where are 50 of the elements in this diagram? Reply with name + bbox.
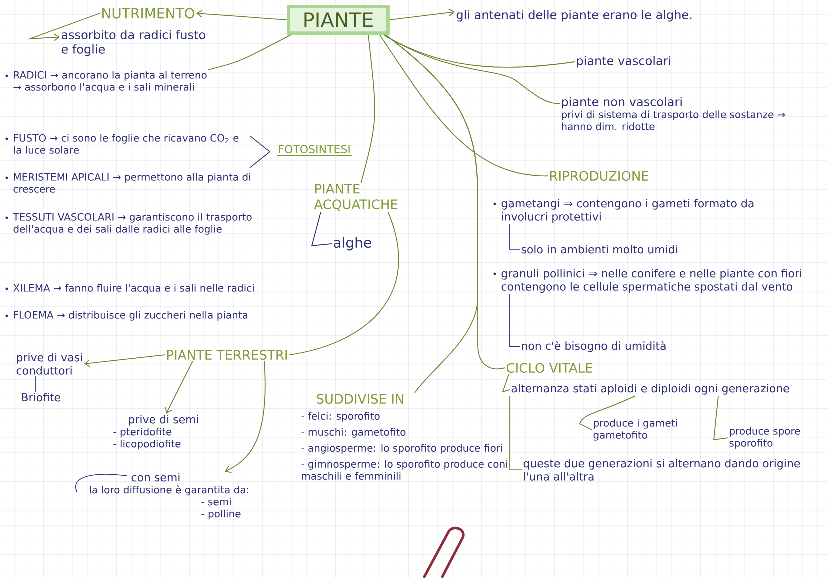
note: alghe <box>334 237 372 251</box>
note: con semi la loro diffusione è garantita da: - semi - polline <box>90 473 248 520</box>
branch-line <box>289 212 400 356</box>
note: alternanza stati aploidi e diploidi ogni generazione <box>512 384 790 395</box>
note: solo in ambienti molto umidi <box>522 245 678 254</box>
note: non c'è bisogno di umidità <box>522 341 666 352</box>
note: gli antenati delle piante erano le alghe. <box>456 10 692 22</box>
branch-line <box>208 34 292 70</box>
branch-line <box>380 34 548 177</box>
note: gametangi ⇒ contengono i gameti formato da involucri protettivi <box>502 199 754 224</box>
heading: NUTRIMENTO <box>102 8 195 19</box>
arrow <box>225 360 266 474</box>
leader-line <box>311 212 332 246</box>
note: RADICI → ancorano la pianta al terreno → assorbono l'acqua e i sali minerali <box>14 71 207 93</box>
topic-box: PIANTE <box>287 5 390 36</box>
branch-line <box>386 34 478 394</box>
arrow <box>196 10 288 20</box>
leader-line <box>580 396 636 430</box>
leader-line <box>510 396 522 470</box>
leader-line <box>714 396 728 441</box>
note: prive di semi - pteridofite - licopodiofite <box>114 415 198 450</box>
note: piante vascolari <box>577 56 670 68</box>
note: piante non vascolari privi di sistema di trasporto delle sostanze → hanno dim. ridotte <box>562 97 786 130</box>
heading: RIPRODUZIONE <box>550 171 649 182</box>
arrow <box>165 360 194 414</box>
note: FUSTO → ci sono le foglie che ricavano CO$_{2}$ e la luce solare <box>14 134 239 154</box>
note: granuli pollinici ⇒ nelle conifere e nelle piante con fiori contengono le cellule spermatiche spostati dal vento <box>502 269 802 294</box>
note: FLOEMA → distribuisce gli zuccheri nella pianta <box>14 311 248 321</box>
arrow <box>390 8 455 20</box>
note: Briofite <box>22 393 60 402</box>
heading: FOTOSINTESI <box>279 145 350 154</box>
note: prive di vasi conduttori <box>16 353 82 375</box>
note: XILEMA → fanno fluire l'acqua e i sali nelle radici <box>14 284 254 294</box>
note: produce i gameti gametofito <box>594 419 678 441</box>
note: produce spore sporofito <box>730 427 800 449</box>
leader-line <box>510 294 520 348</box>
note: MERISTEMI APICALI → permettono alla pianta di crescere <box>14 173 250 193</box>
leader-line <box>502 374 510 393</box>
branch-line <box>384 34 560 104</box>
branch-line <box>360 34 376 184</box>
leader-line <box>510 224 520 250</box>
note: TESSUTI VASCOLARI → garantiscono il trasporto dell'acqua e dei sali dalle radici alle foglie <box>13 213 252 235</box>
heading: PIANTE TERRESTRI <box>167 350 287 360</box>
note: SUDDIVISE IN - felci: sporofito - muschi: gametofito - angiosperme: lo sporofito produce fiori - gimnosperme: lo sporofito produce coni maschili e femminili <box>302 394 508 480</box>
heading: PIANTE ACQUATICHE <box>314 184 398 211</box>
note: queste due generazioni si alternano dando origine l'una all'altra <box>524 459 800 481</box>
note: assorbito da radici fusto e foglie <box>62 30 206 56</box>
arrow <box>26 13 100 42</box>
heading: CICLO VITALE <box>506 363 592 374</box>
arrow <box>84 354 166 368</box>
